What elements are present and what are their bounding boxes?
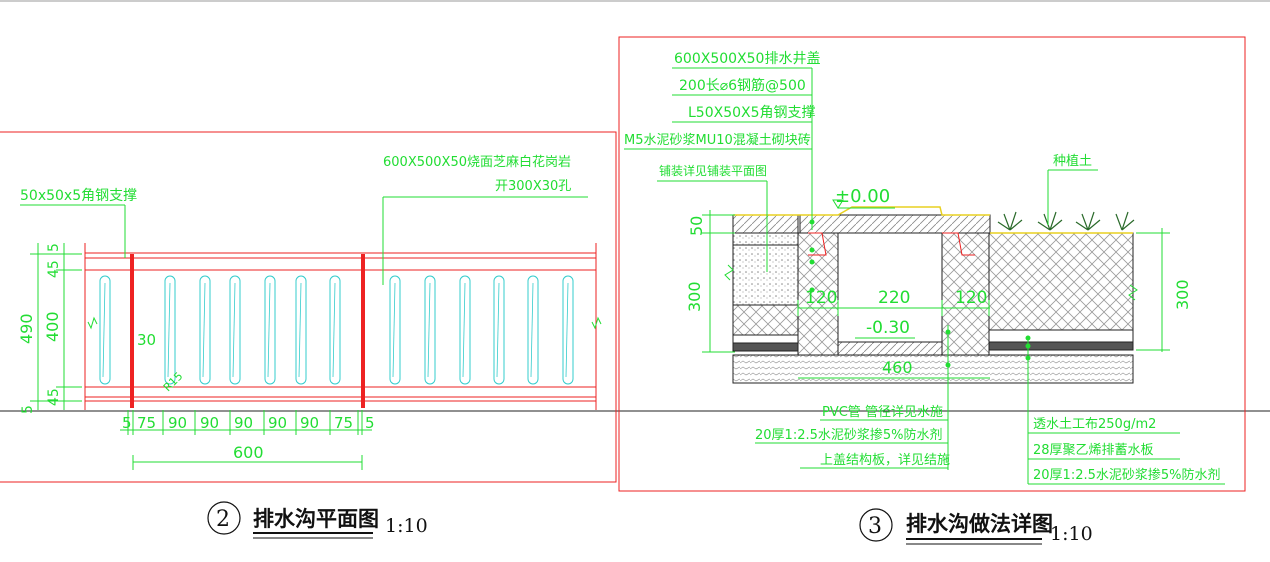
plan-number-circle <box>207 501 241 535</box>
callout-bottom-left-0: PVC管 管径详见水施 <box>822 405 943 420</box>
grate-slots <box>99 275 574 385</box>
dim-300-right: 300 <box>1173 279 1192 310</box>
bottom-dim-label: 5 <box>365 414 375 432</box>
grate-slot <box>99 275 111 385</box>
callout-bottom-right-0: 透水土工布250g/m2 <box>1033 417 1156 432</box>
bottom-dim-label: 75 <box>334 414 353 432</box>
plan-number: 2 <box>216 507 230 532</box>
callout-bottom-left-1: 20厚1:2.5水泥砂浆掺5%防水剂 <box>755 427 943 443</box>
angle-support-label: 50x50x5角钢支撑 <box>20 188 137 204</box>
grate-slot <box>389 275 401 385</box>
dim-5-bot: 5 <box>20 405 36 414</box>
callout-bottom-right-2: 20厚1:2.5水泥砂浆掺5%防水剂 <box>1033 467 1221 483</box>
grate-slot <box>459 275 471 385</box>
bottom-dim-label: 5 <box>122 414 132 432</box>
level-bottom: -0.30 <box>866 318 910 338</box>
dim-600: 600 <box>233 443 264 462</box>
bottom-dim-label: 90 <box>268 414 287 432</box>
detail-title: 排水沟做法详图 <box>906 511 1053 536</box>
detail-frame <box>618 36 1246 492</box>
soil-label: 种植土 <box>1053 154 1092 169</box>
grate-slot <box>562 275 574 385</box>
callout-top-3: M5水泥砂浆MU10混凝土砌块砖 <box>624 132 811 148</box>
dim-5-top: 5 <box>46 243 62 252</box>
dim-460: 460 <box>882 358 913 377</box>
grate-label-1: 600X500X50烧面芝麻白花岗岩 <box>383 154 571 170</box>
bottom-dim-label: 90 <box>168 414 187 432</box>
grate-slot <box>229 275 241 385</box>
level-top: ±0.00 <box>835 186 890 207</box>
grate-slot <box>199 275 211 385</box>
plants <box>997 211 1135 231</box>
bottom-dim-label: 75 <box>137 414 156 432</box>
callout-top-0: 600X500X50排水井盖 <box>674 51 820 67</box>
bottom-dim-label: 90 <box>200 414 219 432</box>
detail-number-circle <box>859 508 893 542</box>
callout-top-2: L50X50X5角钢支撑 <box>688 105 816 121</box>
grate-slot <box>329 275 341 385</box>
dim-45-bot: 45 <box>46 388 62 406</box>
grate-slot <box>527 275 539 385</box>
plan-frame <box>0 131 617 483</box>
dim-30: 30 <box>137 331 156 349</box>
grate-slot <box>295 275 307 385</box>
dim-120-left: 120 <box>805 288 837 308</box>
dim-300-left: 300 <box>685 281 704 312</box>
plan-title-block: 2 排水沟平面图 1:10 <box>207 501 428 539</box>
callout-bottom-left-2: 上盖结构板，详见结施 <box>820 453 950 468</box>
paving-label: 铺装详见铺装平面图 <box>659 163 767 178</box>
plan-view: 50x50x5角钢支撑 600X500X50烧面芝麻白花岗岩 开300X30孔 … <box>0 131 617 483</box>
detail-number: 3 <box>868 514 882 539</box>
grate-slot <box>493 275 505 385</box>
bottom-dim-label: 90 <box>300 414 319 432</box>
dim-50: 50 <box>687 216 706 236</box>
detail-scale: 1:10 <box>1050 523 1093 545</box>
callout-bottom-right-1: 28厚聚乙烯排蓄水板 <box>1033 443 1154 458</box>
detail-title-block: 3 排水沟做法详图 1:10 <box>859 508 1093 545</box>
angle-support-right <box>361 254 365 408</box>
dim-45-top: 45 <box>46 260 62 278</box>
grate-label-2: 开300X30孔 <box>495 179 571 194</box>
dim-400: 400 <box>43 311 62 342</box>
plan-title: 排水沟平面图 <box>253 506 379 531</box>
dim-220: 220 <box>878 288 910 308</box>
callout-top-1: 200长⌀6钢筋@500 <box>679 77 806 94</box>
bottom-dim-label: 90 <box>234 414 253 432</box>
grate-slot <box>264 275 276 385</box>
plan-scale: 1:10 <box>385 515 428 537</box>
dim-490: 490 <box>17 313 36 344</box>
angle-support-left <box>130 254 134 408</box>
detail-view: 50 300 300 120 220 120 460 ±0.00 -0.30 6… <box>618 36 1246 492</box>
grate-slot <box>424 275 436 385</box>
grate-slot <box>164 275 176 385</box>
dim-120-right: 120 <box>955 288 987 308</box>
